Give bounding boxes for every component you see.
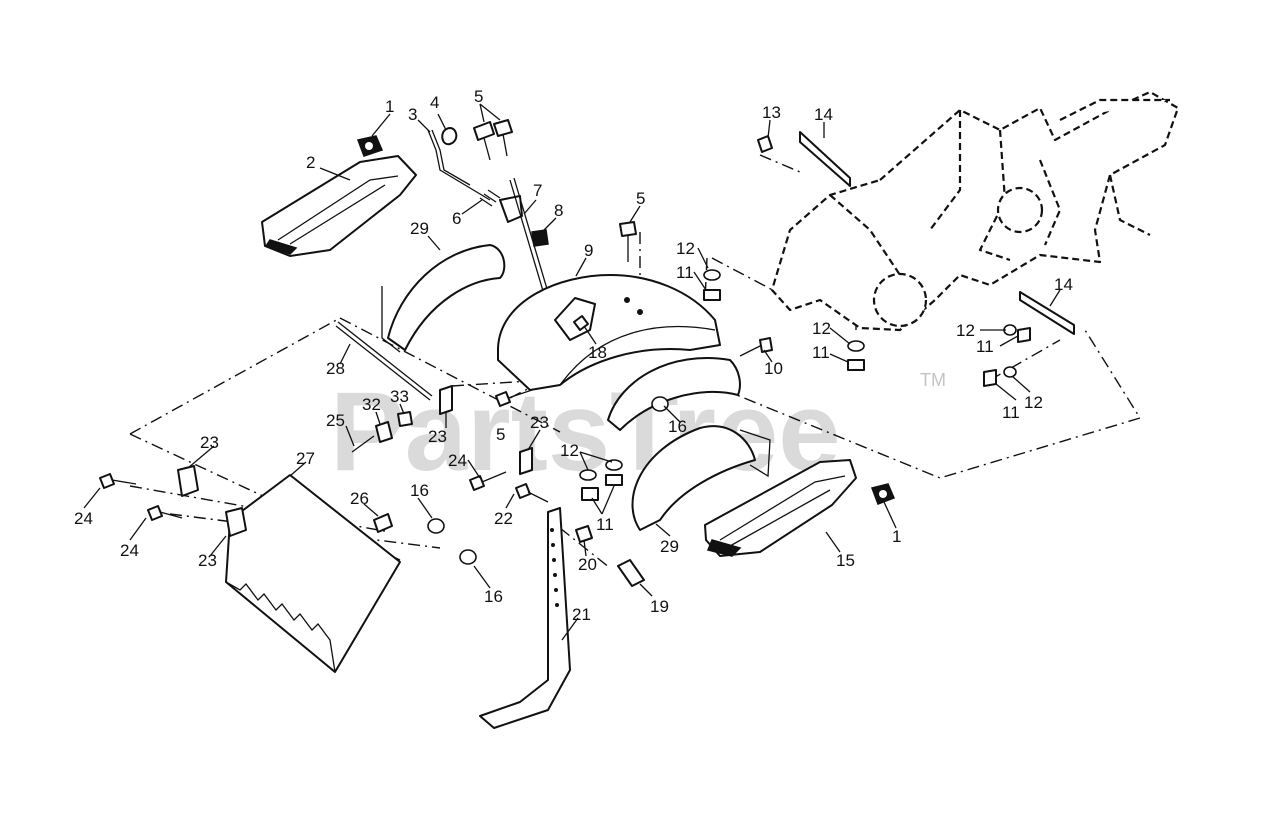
callout-14-top: 14 [814,105,833,124]
callout-11-c: 11 [976,337,994,356]
callout-11-e: 11 [596,515,614,534]
callout-12-d: 12 [1024,393,1043,412]
callout-13: 13 [762,103,781,122]
callout-24-mid: 24 [448,451,467,470]
callout-14-right: 14 [1054,275,1073,294]
callout-1-top: 1 [385,97,394,116]
bracket-14-top [757,131,851,187]
callout-12-e: 12 [560,441,579,460]
tiller-frame [770,90,1180,332]
callout-12-a: 12 [676,239,695,258]
callout-5-top: 5 [474,87,483,106]
callout-5-low: 5 [496,425,505,444]
depth-rod-3 [427,127,491,201]
callout-8: 8 [554,201,563,220]
callout-12-b: 12 [812,319,831,338]
misc-bolts [351,221,773,543]
callout-32: 32 [362,395,381,414]
callout-18: 18 [588,343,607,362]
nut-1-right [871,483,895,505]
side-shield-29-right [631,425,771,531]
callout-29-top: 29 [410,219,429,238]
callout-2: 2 [306,153,315,172]
callout-23-mid: 23 [428,427,447,446]
pin-19 [617,559,645,587]
clamps-23 [177,385,533,537]
tine-shield-2 [261,155,417,257]
callout-16-right: 16 [668,417,687,436]
callout-7: 7 [533,181,542,200]
nut-1-top [356,135,384,157]
depth-stake-21 [479,507,571,729]
callout-29-bottom: 29 [660,537,679,556]
callout-25: 25 [326,411,345,430]
bracket-14-right [1019,291,1075,335]
trademark-mark: TM [920,370,946,390]
drag-bar-27 [225,474,401,673]
rod-28 [335,321,433,401]
bolts-24 [99,471,507,521]
callout-19: 19 [650,597,669,616]
tine-shield-15 [704,459,857,557]
leader-lines [83,103,1061,641]
callout-11-a: 11 [676,263,694,282]
washers-nuts-12-11 [579,269,1031,501]
side-shield-29-left [381,244,506,353]
bolts-5-top [473,119,513,161]
callout-15: 15 [836,551,855,570]
callout-23-bottom: 23 [198,551,217,570]
callout-11-b: 11 [812,343,830,362]
callout-12-c: 12 [956,321,975,340]
callout-10: 10 [764,359,783,378]
callout-23-right: 23 [530,413,549,432]
hood-9 [497,274,721,391]
callout-21: 21 [572,605,591,624]
callout-22: 22 [494,509,513,528]
callout-11-d: 11 [1002,403,1020,422]
callout-20: 20 [578,555,597,574]
callout-5-mid: 5 [636,189,645,208]
nuts-16 [427,396,669,565]
callout-16-left: 16 [410,481,429,500]
callout-26: 26 [350,489,369,508]
callout-24-left-bottom: 24 [120,541,139,560]
callout-24-left-top: 24 [74,509,93,528]
callout-4: 4 [430,93,439,112]
callout-33: 33 [390,387,409,406]
callout-27: 27 [296,449,315,468]
callout-23-top: 23 [200,433,219,452]
callout-3: 3 [408,105,417,124]
callout-1-right: 1 [892,527,901,546]
callout-labels: 1 2 3 4 5 6 7 8 9 29 5 12 11 13 14 14 12… [74,87,1073,624]
callout-16-bottom: 16 [484,587,503,606]
callout-28: 28 [326,359,345,378]
callout-6: 6 [452,209,461,228]
callout-9: 9 [584,241,593,260]
